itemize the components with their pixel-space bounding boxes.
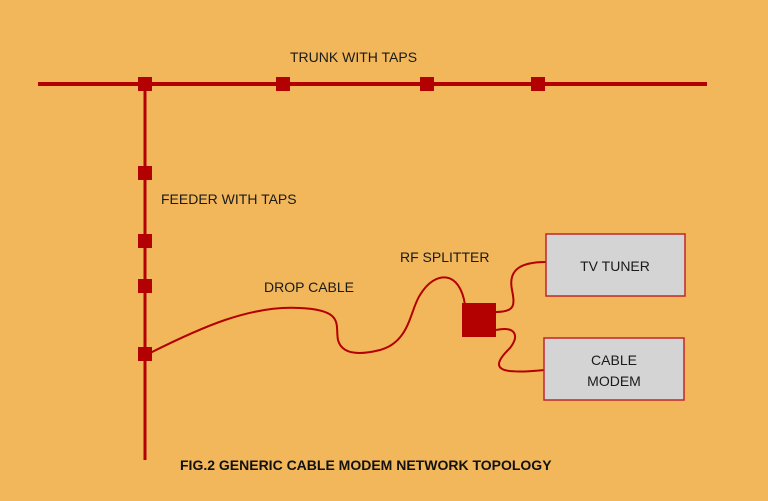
trunk-tap (138, 77, 152, 91)
tv-cable (495, 261, 547, 313)
feeder-label: FEEDER WITH TAPS (161, 191, 297, 207)
trunk-tap (531, 77, 545, 91)
drop-cable (149, 276, 466, 354)
trunk-label: TRUNK WITH TAPS (290, 49, 417, 65)
modem-cable (495, 328, 546, 373)
trunk-tap (276, 77, 290, 91)
rf-splitter (462, 303, 496, 337)
figure-caption: FIG.2 GENERIC CABLE MODEM NETWORK TOPOLO… (180, 457, 552, 473)
tv-tuner-label: TV TUNER (580, 258, 650, 274)
cable-modem-box (543, 337, 685, 401)
cable-modem-label-line2: MODEM (587, 373, 641, 389)
feeder-tap (138, 234, 152, 248)
feeder-tap (138, 347, 152, 361)
feeder-tap (138, 166, 152, 180)
tv-tuner-box (545, 233, 686, 297)
cable-modem-label-line1: CABLE (591, 352, 637, 368)
drop-cable-label: DROP CABLE (264, 279, 354, 295)
rf-splitter-label: RF SPLITTER (400, 249, 489, 265)
feeder-tap (138, 279, 152, 293)
trunk-tap (420, 77, 434, 91)
